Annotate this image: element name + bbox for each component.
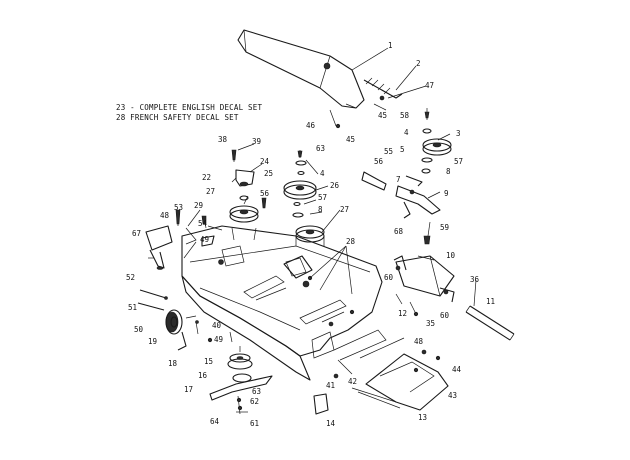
callout-labels: 1 2 47 45 46 45 58 3 4 5 57 8 55 56 38 3…	[126, 41, 495, 428]
callout-52: 52	[126, 273, 135, 282]
callout-64: 64	[210, 417, 220, 426]
callout-55: 55	[384, 147, 393, 156]
cover-part-1	[237, 29, 365, 109]
callout-46: 46	[306, 121, 316, 130]
rod-part-2	[335, 77, 403, 129]
callout-18: 18	[168, 359, 178, 368]
rod-51-52	[137, 289, 168, 311]
callout-17: 17	[184, 385, 193, 394]
callout-28: 28	[346, 237, 356, 246]
callout-35: 35	[426, 319, 435, 328]
callout-40: 40	[212, 321, 222, 330]
callout-13: 13	[418, 413, 427, 422]
callout-48: 48	[160, 211, 170, 220]
callout-27-center: 27	[340, 205, 349, 214]
center-pulley	[283, 150, 317, 218]
callout-51: 51	[128, 303, 137, 312]
hardware-40-49	[195, 320, 233, 343]
callout-57b: 57	[318, 193, 327, 202]
callout-5: 5	[400, 145, 405, 154]
legend-line-french-decal: 28 FRENCH SAFETY DECAL SET	[116, 113, 239, 122]
callout-36: 36	[470, 275, 480, 284]
callout-4b: 4	[320, 169, 325, 178]
callout-29: 29	[194, 201, 203, 210]
shaft-11	[465, 305, 515, 341]
callout-67: 67	[132, 229, 141, 238]
callout-50: 50	[134, 325, 144, 334]
callout-62: 62	[250, 397, 259, 406]
callout-12: 12	[398, 309, 407, 318]
callout-68: 68	[394, 227, 404, 236]
callout-44: 44	[452, 365, 462, 374]
idler-bracket	[361, 171, 441, 219]
callout-7: 7	[396, 175, 401, 184]
callout-24: 24	[260, 157, 270, 166]
mower-deck	[181, 225, 405, 381]
callout-39: 39	[252, 137, 261, 146]
callout-45b: 45	[346, 135, 355, 144]
rod-41-42	[333, 359, 353, 379]
callout-41: 41	[326, 381, 335, 390]
callout-61: 61	[250, 419, 259, 428]
callout-48b: 48	[414, 337, 424, 346]
callout-11: 11	[486, 297, 495, 306]
callout-42: 42	[348, 377, 357, 386]
callout-47: 47	[425, 81, 434, 90]
callout-63: 63	[316, 144, 325, 153]
pulley-27-center	[295, 225, 325, 246]
hardware-12-35	[395, 293, 419, 317]
callout-43: 43	[448, 391, 457, 400]
baffle-28	[283, 255, 313, 279]
gauge-wheel	[165, 309, 197, 351]
callout-60b: 60	[440, 311, 450, 320]
callout-56b: 56	[260, 189, 270, 198]
callout-45: 45	[378, 111, 387, 120]
callout-14: 14	[326, 419, 336, 428]
callout-38: 38	[218, 135, 228, 144]
callout-25: 25	[264, 169, 273, 178]
callout-54: 54	[198, 219, 208, 228]
callout-16: 16	[198, 371, 208, 380]
bracket-14	[313, 393, 329, 415]
callout-8b: 8	[318, 205, 323, 214]
callout-53: 53	[174, 203, 183, 212]
callout-22: 22	[202, 173, 211, 182]
discharge-chute	[351, 349, 449, 411]
callout-4: 4	[404, 128, 409, 137]
callout-10: 10	[446, 251, 456, 260]
callout-9: 9	[444, 189, 449, 198]
callout-3: 3	[456, 129, 461, 138]
callout-57: 57	[454, 157, 463, 166]
callout-59: 59	[440, 223, 449, 232]
callout-60: 60	[384, 273, 394, 282]
callout-27-left: 27	[206, 187, 215, 196]
callout-26: 26	[330, 181, 340, 190]
callout-63b: 63	[252, 387, 261, 396]
leader-lines	[148, 47, 477, 307]
callout-1: 1	[388, 41, 393, 50]
callout-56: 56	[374, 157, 384, 166]
callout-8: 8	[446, 167, 451, 176]
callout-15: 15	[204, 357, 213, 366]
legend-line-english-decal: 23 - COMPLETE ENGLISH DECAL SET	[116, 103, 262, 112]
callout-2: 2	[416, 59, 421, 68]
bolt-59	[423, 235, 431, 245]
upper-right-pulley	[421, 108, 452, 174]
callout-19: 19	[148, 337, 157, 346]
callout-49: 49	[200, 235, 209, 244]
callout-58: 58	[400, 111, 410, 120]
left-spindle	[229, 149, 267, 241]
callout-49b: 49	[214, 335, 223, 344]
rear-roller	[393, 255, 455, 303]
lower-spindle	[209, 346, 273, 415]
